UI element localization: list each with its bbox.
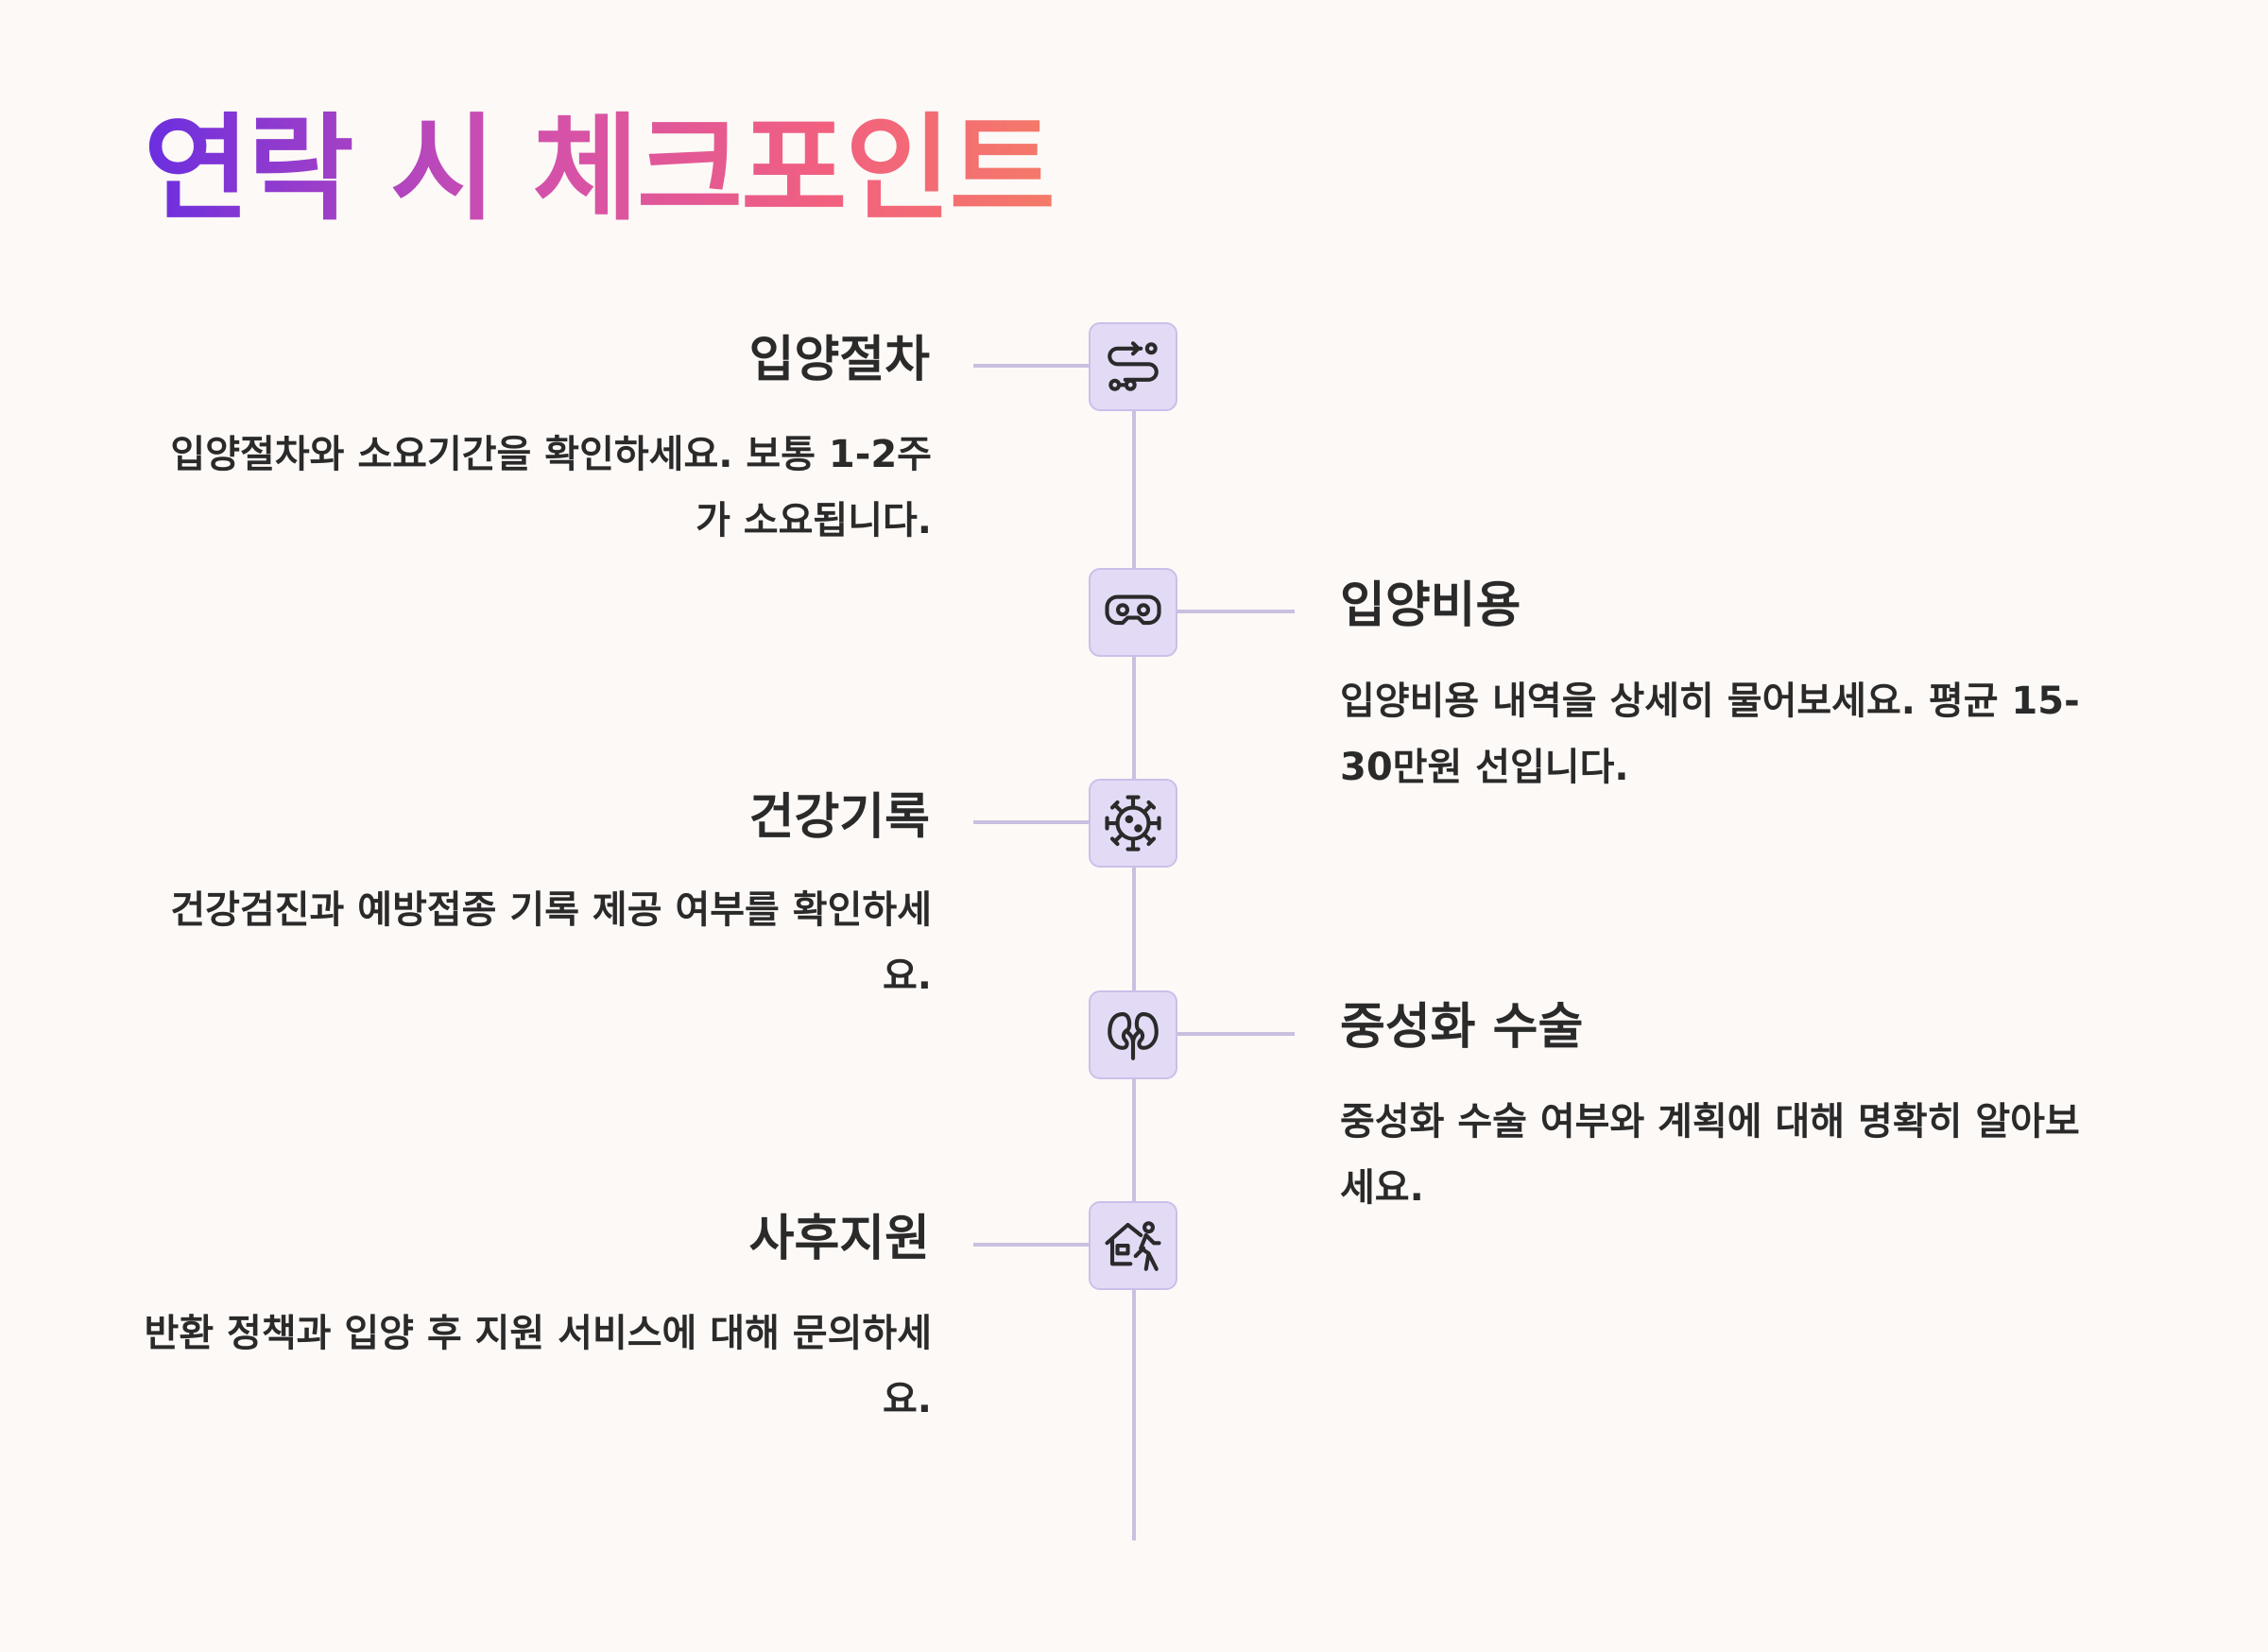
connector-2 xyxy=(1177,610,1295,613)
item-title-5: 사후지원 xyxy=(748,1211,930,1267)
item-desc-3: 건강검진과 예방접종 기록 제공 여부를 확인하세요. xyxy=(170,888,932,998)
connector-5 xyxy=(973,1243,1089,1247)
timeline-line xyxy=(1132,369,1136,1540)
item-desc-1: 입양절차와 소요기간을 확인하세요. 보통 1-2주가 소요됩니다. xyxy=(170,433,932,542)
item-title-2: 입양비용 xyxy=(1340,577,1521,634)
timeline-node-4 xyxy=(1089,990,1177,1079)
item-title-4: 중성화 수술 xyxy=(1340,999,1584,1056)
item-desc-2: 입양비용 내역을 상세히 물어보세요. 평균 15-30만원 선입니다. xyxy=(1340,680,2080,789)
item-title-1: 입양절차 xyxy=(748,332,930,388)
timeline-node-5 xyxy=(1089,1201,1177,1290)
connector-1 xyxy=(973,364,1089,368)
house-person-icon xyxy=(1105,1221,1161,1271)
vr-headset-icon xyxy=(1105,594,1161,626)
connector-4 xyxy=(1177,1032,1295,1036)
timeline-node-2 xyxy=(1089,568,1177,657)
item-title-3: 건강기록 xyxy=(748,789,930,846)
item-desc-4: 중성화 수술 여부와 계획에 대해 명확히 알아보세요. xyxy=(1340,1100,2080,1210)
route-icon xyxy=(1108,341,1159,391)
page-title: 연락 시 체크포인트 xyxy=(144,102,1056,236)
connector-3 xyxy=(973,820,1089,824)
virus-icon xyxy=(1105,795,1161,852)
item-desc-5: 반환 정책과 입양 후 지원 서비스에 대해 문의하세요. xyxy=(144,1312,932,1421)
timeline-node-1 xyxy=(1089,322,1177,411)
kidneys-icon xyxy=(1108,1011,1159,1060)
timeline-node-3 xyxy=(1089,779,1177,868)
